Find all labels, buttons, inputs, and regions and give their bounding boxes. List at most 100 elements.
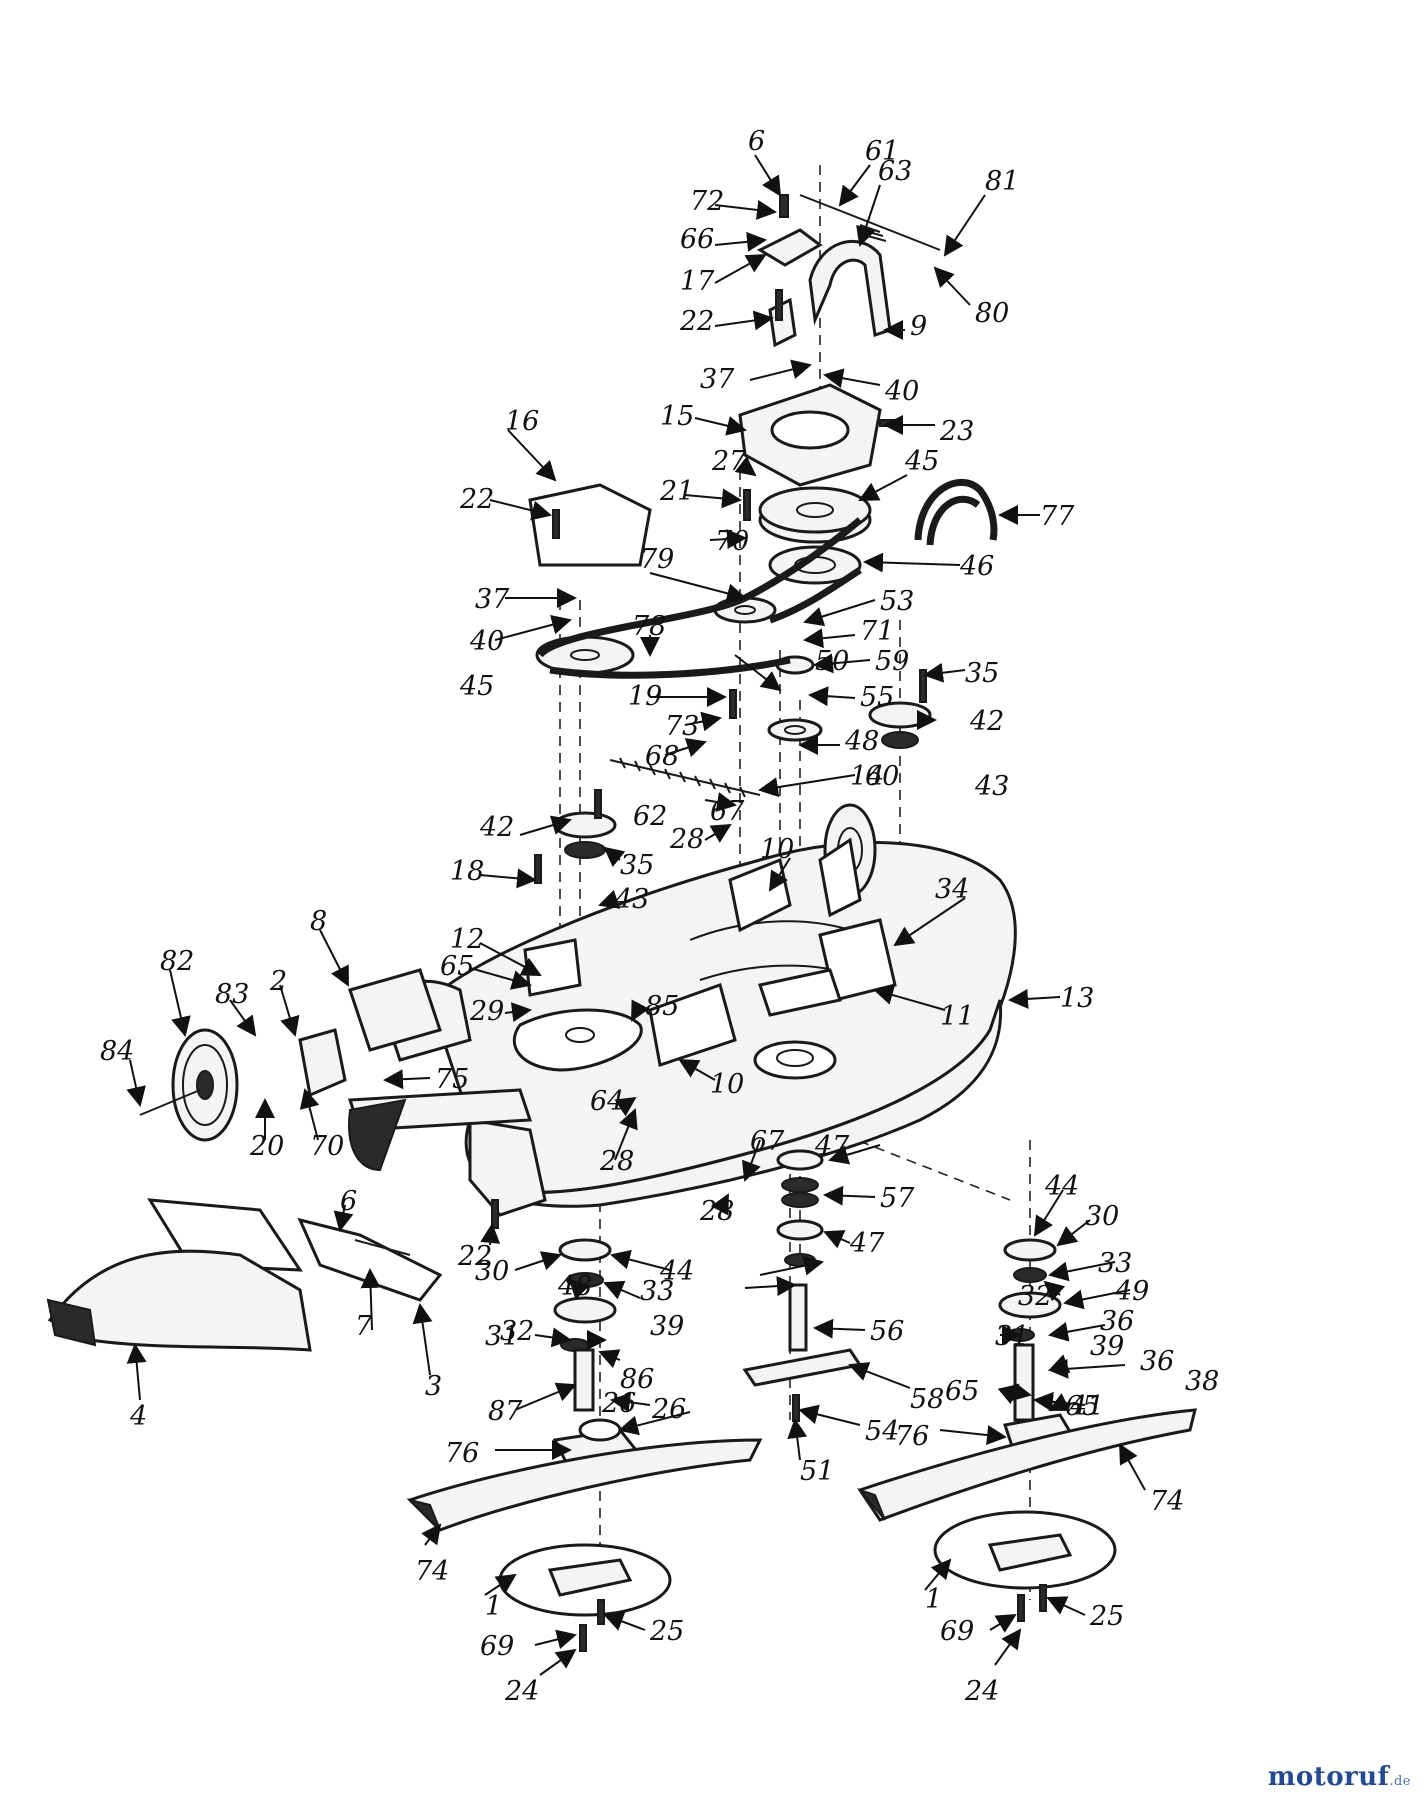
callout-label: 1: [485, 1591, 502, 1622]
callout-label: 78: [632, 611, 666, 642]
callout-label: 27: [711, 446, 747, 477]
callout-label: 37: [475, 584, 510, 615]
callout-label: 19: [628, 681, 662, 712]
callout-label: 81: [985, 166, 1019, 197]
callout-label: 7: [355, 1311, 373, 1342]
callout-label: 21: [659, 476, 694, 507]
brand-tld: .de: [1389, 1774, 1411, 1789]
callout-label: 4: [129, 1401, 147, 1432]
shield-plate: [528, 483, 652, 567]
callout-label: 77: [1040, 501, 1075, 532]
pulleys: [535, 486, 932, 859]
callout-label: 26: [651, 1394, 686, 1425]
callout-label: 35: [965, 658, 999, 689]
callout-label: 65: [945, 1376, 979, 1407]
callout-label: 36: [1140, 1346, 1174, 1377]
callout-label: 30: [475, 1256, 509, 1287]
callout-label: 42: [479, 812, 514, 843]
callout-label: 54: [865, 1416, 899, 1447]
callout-label: 32: [500, 1316, 534, 1347]
callout-label: 50: [815, 646, 849, 677]
callout-label: 79: [640, 544, 674, 575]
brand-watermark: motoruf.de: [1268, 1762, 1411, 1792]
callout-label: 24: [504, 1676, 539, 1707]
callout-label: 69: [480, 1631, 514, 1662]
callout-label: 30: [1085, 1201, 1119, 1232]
callout-label: 70: [715, 526, 749, 557]
callout-label: 66: [680, 224, 714, 255]
callout-label: 65: [440, 951, 474, 982]
callout-label: 42: [969, 706, 1004, 737]
callout-label: 22: [457, 1241, 492, 1272]
callout-label: 39: [650, 1311, 684, 1342]
discharge-chute: [46, 1198, 312, 1352]
callout-label: 69: [940, 1616, 974, 1647]
callout-label: 71: [860, 616, 894, 647]
callout-label: 51: [800, 1456, 834, 1487]
tension-spring: [609, 757, 761, 798]
left-spindle: [406, 1238, 763, 1617]
callout-label: 56: [870, 1316, 904, 1347]
callout-label: 47: [849, 1228, 885, 1259]
callout-label: 16: [505, 406, 539, 437]
callout-label: 6: [748, 126, 765, 157]
caster-wheel: [818, 803, 877, 918]
callout-label: 12: [450, 924, 484, 955]
callout-label: 2: [269, 966, 287, 997]
callout-label: 44: [1044, 1171, 1079, 1202]
callout-label: 28: [669, 824, 704, 855]
callout-label: 46: [959, 551, 994, 582]
callout-label: 17: [680, 266, 715, 297]
callout-label: 14: [850, 761, 884, 792]
callout-label: 29: [469, 996, 504, 1027]
callout-label: 38: [1185, 1366, 1219, 1397]
callout-label: 55: [860, 682, 894, 713]
callout-label: 41: [1069, 1391, 1104, 1422]
callout-label: 53: [880, 586, 914, 617]
callout-label: 67: [710, 796, 745, 827]
callout-label: 48: [557, 1271, 592, 1302]
callout-label: 45: [904, 446, 939, 477]
callout-label: 9: [910, 311, 927, 342]
callout-leaders: [126, 154, 1146, 1676]
callout-label: 65: [1065, 1391, 1099, 1422]
callout-label: 48: [844, 726, 879, 757]
callout-label: 40: [469, 626, 504, 657]
callout-label: 68: [645, 741, 679, 772]
callout-label: 45: [459, 671, 494, 702]
callout-label: 1: [925, 1584, 942, 1615]
callout-label: 33: [1098, 1248, 1132, 1279]
callout-label: 23: [939, 416, 974, 447]
callout-label: 11: [940, 1001, 974, 1032]
callout-label: 57: [880, 1183, 915, 1214]
callout-label: 86: [620, 1364, 654, 1395]
callout-label: 67: [750, 1126, 785, 1157]
callout-label: 36: [1100, 1306, 1134, 1337]
callout-label: 87: [488, 1396, 523, 1427]
upper-bracket: [738, 383, 882, 487]
callout-label: 75: [435, 1064, 469, 1095]
brand-name: motoruf: [1267, 1762, 1390, 1792]
callout-label: 49: [1114, 1276, 1149, 1307]
callout-label: 47: [814, 1131, 850, 1162]
callout-label: 28: [599, 1146, 634, 1177]
callout-label: 74: [415, 1556, 449, 1587]
callout-label: 62: [633, 801, 667, 832]
callout-label: 59: [875, 646, 909, 677]
callout-label: 76: [895, 1421, 929, 1452]
callout-label: 40: [884, 376, 919, 407]
callout-label: 35: [620, 850, 654, 881]
callout-label: 76: [445, 1438, 479, 1469]
center-spindle: [742, 1149, 863, 1387]
callout-label: 13: [1060, 983, 1094, 1014]
callout-label: 85: [645, 991, 679, 1022]
callout-label: 3: [425, 1371, 442, 1402]
callout-label: 84: [100, 1036, 134, 1067]
callout-label: 25: [649, 1616, 684, 1647]
callout-label: 82: [160, 946, 194, 977]
callout-label: 60: [865, 761, 899, 792]
callout-label: 25: [1089, 1601, 1124, 1632]
callout-label: 24: [964, 1676, 999, 1707]
